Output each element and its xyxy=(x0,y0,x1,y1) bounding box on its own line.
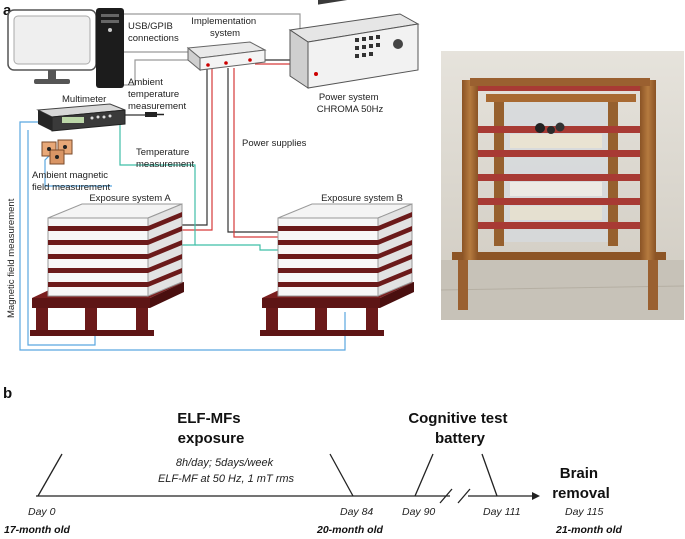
exposure-system-a xyxy=(30,203,184,336)
multimeter-label: Multimeter xyxy=(62,94,106,105)
brain-removal-title: Brain removal xyxy=(552,465,610,502)
day-90-label: Day 90 xyxy=(402,506,435,518)
computer-monitor-icon xyxy=(7,9,97,84)
elf-exposure-title: ELF-MFs exposure xyxy=(177,410,245,447)
ambient-magnetic-label: Ambient magnetic field measurement xyxy=(32,170,111,193)
power-supplies-label: Power supplies xyxy=(242,138,307,149)
multimeter-device xyxy=(36,103,126,132)
panel-a-letter: a xyxy=(3,2,12,19)
panel-b-letter: b xyxy=(3,385,12,402)
exposure-system-b xyxy=(260,203,414,336)
power-system-device xyxy=(288,0,420,89)
implementation-system-box xyxy=(186,41,267,72)
temperature-probe-icon xyxy=(145,112,164,117)
day-111-label: Day 111 xyxy=(483,506,521,518)
usb-gpib-label: USB/GPIB connections xyxy=(128,21,179,44)
cognitive-test-title: Cognitive test battery xyxy=(408,410,511,447)
magnetic-probe-icon xyxy=(41,139,73,165)
age-21-label: 21-month old xyxy=(555,524,622,536)
timeline xyxy=(36,453,540,504)
implementation-label: Implementation system xyxy=(191,16,259,39)
day-115-label: Day 115 xyxy=(565,506,603,518)
age-17-label: 17-month old xyxy=(4,524,70,536)
ambient-temperature-label: Ambient temperature measurement xyxy=(128,77,186,112)
exposure-rack-photo xyxy=(440,51,685,320)
exposure-schedule: 8h/day; 5days/week ELF-MF at 50 Hz, 1 mT… xyxy=(158,457,295,485)
exposure-a-label: Exposure system A xyxy=(89,193,171,204)
power-system-label: Power system CHROMA 50Hz xyxy=(317,92,384,115)
magnetic-field-measurement-label: Magnetic field measurement xyxy=(6,198,17,318)
age-20-label: 20-month old xyxy=(316,524,383,536)
day-84-label: Day 84 xyxy=(340,506,373,518)
day-0-label: Day 0 xyxy=(28,506,56,518)
temperature-measurement-label: Temperature measurement xyxy=(136,147,194,170)
computer-tower-icon xyxy=(96,8,124,88)
exposure-b-label: Exposure system B xyxy=(321,193,403,204)
